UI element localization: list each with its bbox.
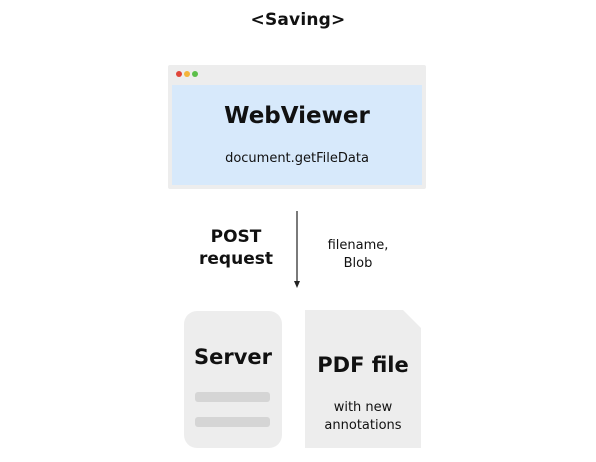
payload-line1: filename, [327, 238, 389, 253]
window-minimize-dot-icon [184, 71, 190, 77]
pdf-desc-line1: with new [333, 400, 393, 415]
server-rack-bar [195, 417, 270, 427]
window-maximize-dot-icon [192, 71, 198, 77]
server-box: Server [184, 311, 282, 448]
pdf-file-icon [305, 310, 421, 448]
payload-line2: Blob [343, 256, 373, 271]
pdf-file-label: PDF file [317, 353, 409, 377]
pdf-file-description: with new annotations [305, 399, 421, 435]
webviewer-content: WebViewer document.getFileData [172, 85, 422, 185]
webviewer-window: WebViewer document.getFileData [168, 65, 426, 189]
down-arrow-icon [294, 211, 300, 288]
payload-label: filename, Blob [313, 237, 403, 273]
post-label-line1: POST [210, 227, 262, 247]
server-label: Server [193, 345, 272, 369]
diagram-title: <Saving> [250, 10, 346, 30]
pdf-desc-line2: annotations [324, 418, 402, 433]
post-label-line2: request [199, 249, 273, 269]
window-close-dot-icon [176, 71, 182, 77]
server-rack-bar [195, 392, 270, 402]
webviewer-title: WebViewer [224, 103, 370, 129]
post-request-label: POST request [186, 226, 286, 270]
webviewer-method: document.getFileData [225, 151, 369, 166]
